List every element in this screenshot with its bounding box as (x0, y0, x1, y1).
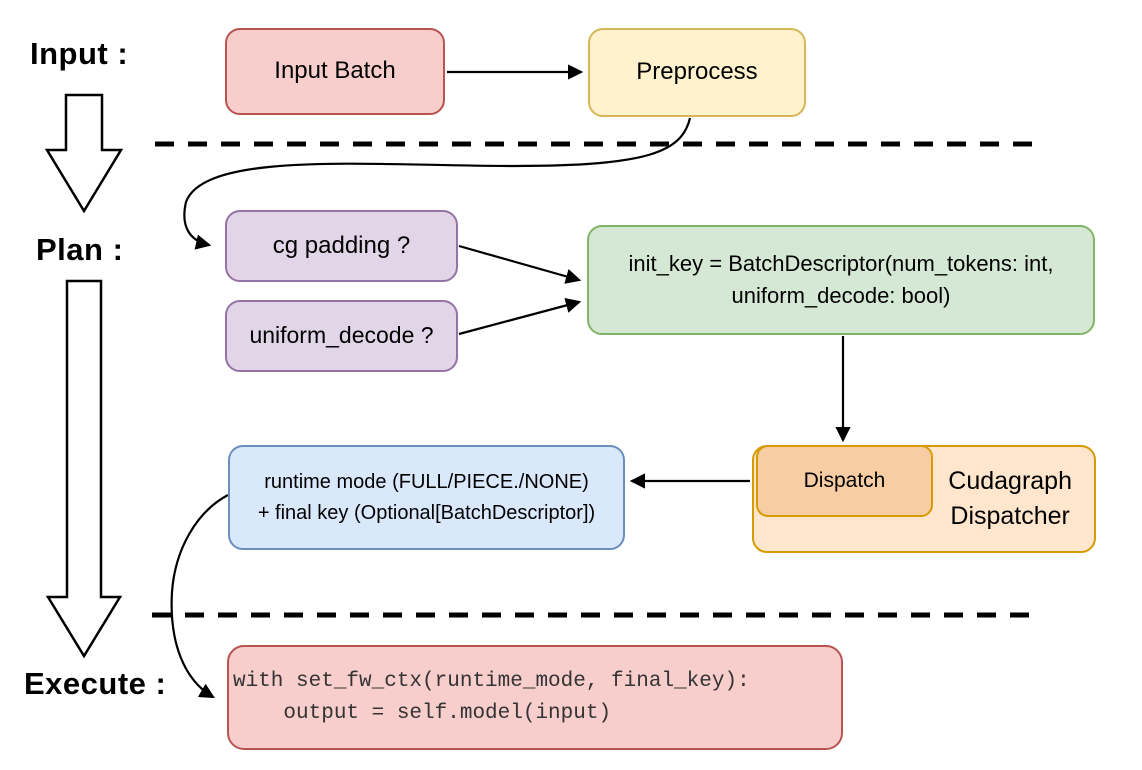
node-runtime-mode: runtime mode (FULL/PIECE./NONE) + final … (228, 445, 625, 550)
node-dispatch: Dispatch (756, 445, 933, 517)
arrow-uniform-decode-to-init-key (458, 297, 582, 336)
section-label-plan: Plan : (36, 232, 124, 267)
down-arrow-input-to-plan (44, 93, 124, 214)
cudagraph-dispatcher-label: Cudagraph Dispatcher (948, 467, 1072, 530)
down-arrow-plan-to-execute (45, 279, 123, 659)
node-preprocess: Preprocess (588, 28, 806, 117)
node-init-key: init_key = BatchDescriptor(num_tokens: i… (587, 225, 1095, 335)
node-cg-padding: cg padding ? (225, 210, 458, 282)
section-label-execute: Execute : (24, 666, 167, 701)
node-uniform-decode: uniform_decode ? (225, 300, 458, 372)
section-label-input: Input : (30, 36, 129, 71)
node-input-batch: Input Batch (225, 28, 445, 115)
node-execute-code: with set_fw_ctx(runtime_mode, final_key)… (227, 645, 843, 750)
curve-runtime-mode-to-execute (170, 494, 229, 699)
arrow-cg-padding-to-init-key (458, 244, 582, 284)
